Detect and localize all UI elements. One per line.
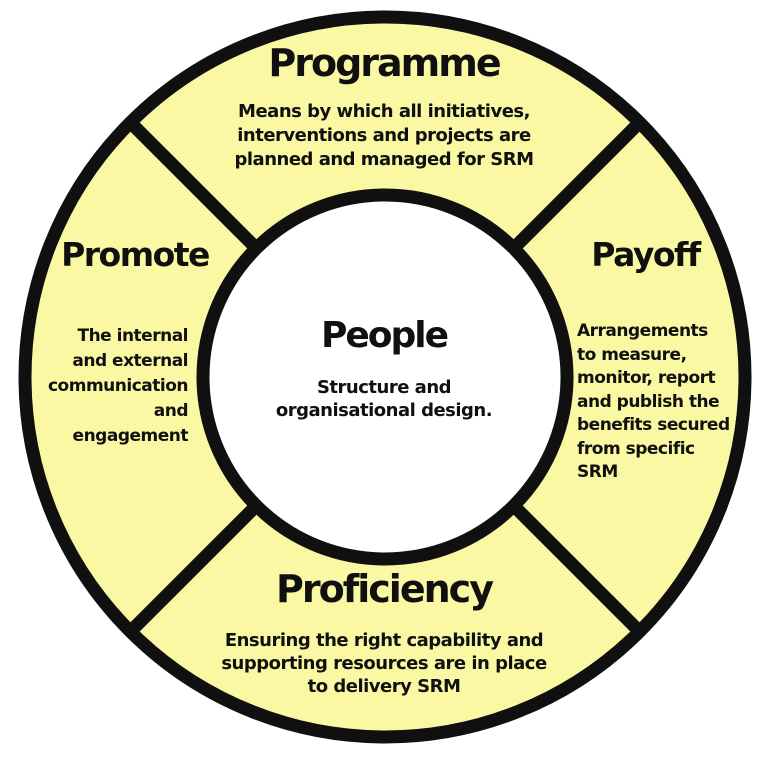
payoff-description-line: SRM xyxy=(577,462,618,482)
center-circle xyxy=(196,188,574,566)
promote-description-line: and xyxy=(153,401,189,421)
proficiency-description-line: to delivery SRM xyxy=(307,676,461,697)
payoff-description-line: and publish the xyxy=(577,391,720,412)
payoff-description-line: to measure, xyxy=(577,344,687,365)
divider-top-left xyxy=(121,113,266,258)
promote-heading: Promote xyxy=(61,235,210,274)
divider-top-right xyxy=(504,113,649,258)
programme-heading: Programme xyxy=(268,41,501,85)
payoff-description-line: Arrangements xyxy=(577,321,708,341)
proficiency-description-line: supporting resources are in place xyxy=(221,653,547,674)
payoff-description-line: from specific xyxy=(577,438,695,459)
promote-description-line: The internal xyxy=(77,326,188,346)
people-description-line: Structure and xyxy=(316,377,452,398)
programme-description-line: planned and managed for SRM xyxy=(234,149,535,170)
payoff-description-line: benefits secured xyxy=(577,415,730,435)
programme-description-line: interventions and projects are xyxy=(237,125,531,146)
people-heading: People xyxy=(320,315,449,356)
divider-bottom-left xyxy=(121,496,266,641)
promote-description: The internal and external communication … xyxy=(20,324,189,449)
payoff-heading: Payoff xyxy=(591,235,701,274)
people-description-line: organisational design. xyxy=(275,400,493,421)
promote-description-line: and external xyxy=(72,351,188,371)
payoff-description-line: monitor, report xyxy=(577,368,716,388)
divider-bottom-right xyxy=(504,496,649,641)
proficiency-description-line: Ensuring the right capability and xyxy=(224,630,544,651)
promote-description-line: engagement xyxy=(72,426,189,446)
proficiency-description: Ensuring the right capability and suppor… xyxy=(0,629,768,698)
proficiency-heading: Proficiency xyxy=(276,567,494,611)
programme-description-line: Means by which all initiatives, xyxy=(238,101,530,122)
payoff-description: Arrangements to measure, monitor, report… xyxy=(577,320,767,485)
promote-description-line: communication xyxy=(47,376,189,396)
people-description: Structure and organisational design. xyxy=(0,376,768,422)
programme-description: Means by which all initiatives, interven… xyxy=(0,100,768,172)
